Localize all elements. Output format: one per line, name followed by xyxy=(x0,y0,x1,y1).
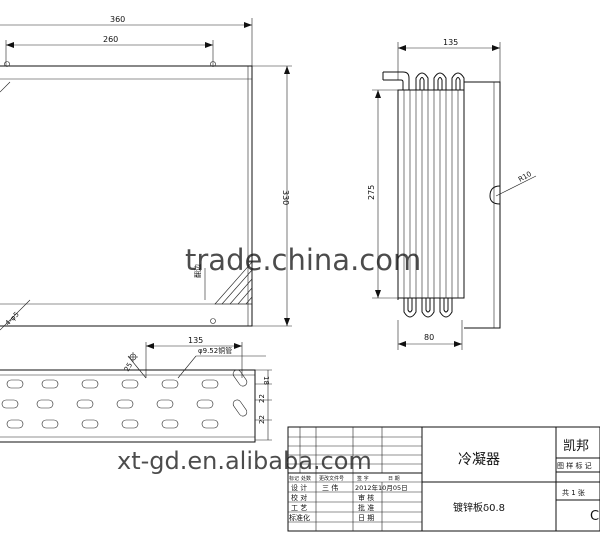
watermark-center: trade.china.com xyxy=(185,243,421,277)
dim-pitch-1: 18 xyxy=(262,376,270,385)
dim-tube-pitch: 135 xyxy=(188,336,203,345)
tube-slot xyxy=(76,399,94,409)
part-name: 冷凝器 xyxy=(458,452,500,468)
dim-side-width: 135 xyxy=(443,38,458,47)
note-tube-spec: φ9.52铜管 xyxy=(198,346,232,355)
tube-slot xyxy=(156,399,174,409)
role-check: 校 对 xyxy=(291,493,307,502)
bend-slot xyxy=(232,399,248,417)
rev-header-1: 处数 xyxy=(301,475,311,482)
tube-slot xyxy=(161,379,179,389)
approval-approve: 批 准 xyxy=(358,503,374,512)
dim-pitch-2: 22 xyxy=(258,394,266,403)
slot-pattern xyxy=(1,369,248,429)
approval-date: 日 期 xyxy=(358,514,374,522)
tube-slot xyxy=(41,419,59,429)
dim-coil-height: 275 xyxy=(367,185,376,200)
bend-slot xyxy=(232,369,248,387)
dim-side-gap: 25 xyxy=(123,361,134,373)
tube-slot xyxy=(81,419,99,429)
rev-header-2: 更改文件号 xyxy=(319,475,344,482)
design-date: 2012年10月05日 xyxy=(355,483,408,492)
material-spec: 镀锌板δ0.8 xyxy=(453,501,505,514)
title-block: 标记 处数 更改文件号 签 字 日 期 设 计 校 对 工 艺 标准化 三 伟 … xyxy=(287,426,600,532)
role-standard: 标准化 xyxy=(289,513,310,522)
tube-plate-view: 135 φ9.52铜管 25 18 22 22 xyxy=(0,336,272,443)
approval-review: 审 核 xyxy=(358,493,374,502)
rev-header-4: 日 期 xyxy=(388,476,400,482)
side-view: 135 R10 xyxy=(367,38,537,350)
dim-hole-span: 260 xyxy=(103,35,118,44)
tube-slot xyxy=(36,399,54,409)
tube-slot xyxy=(1,399,19,409)
tube-slot xyxy=(201,379,219,389)
tube-slot xyxy=(81,379,99,389)
designer-name: 三 伟 xyxy=(322,483,338,492)
drawing-number: C xyxy=(590,509,599,524)
company-name: 凯邦 xyxy=(563,439,589,454)
dim-pitch-3: 22 xyxy=(258,415,266,424)
stage-labels: 图 样 标 记 xyxy=(557,461,592,470)
sheet-info: 共 1 张 xyxy=(562,488,585,497)
note-flange: 翻边 xyxy=(193,264,202,278)
rev-header-0: 标记 xyxy=(289,475,299,482)
tube-slot xyxy=(201,419,219,429)
tube-slot xyxy=(161,419,179,429)
tube-slot xyxy=(116,399,134,409)
note-holes: 4-φ5 xyxy=(4,310,21,327)
dim-front-height: 330 xyxy=(281,190,290,205)
role-process: 工 艺 xyxy=(291,504,307,512)
dim-front-width: 360 xyxy=(110,15,125,24)
tube-slot xyxy=(121,419,139,429)
rev-header-3: 签 字 xyxy=(357,475,369,482)
tube-slot xyxy=(41,379,59,389)
tube-slot xyxy=(196,399,214,409)
role-design: 设 计 xyxy=(291,483,307,492)
tube-slot xyxy=(6,379,24,389)
tube-slot xyxy=(6,419,24,429)
front-view: 360 260 330 翻边 4-φ5 xyxy=(0,15,292,331)
tube-slot xyxy=(121,379,139,389)
dim-coil-depth: 80 xyxy=(424,333,434,342)
watermark-bottom: xt-gd.en.alibaba.com xyxy=(117,447,372,475)
